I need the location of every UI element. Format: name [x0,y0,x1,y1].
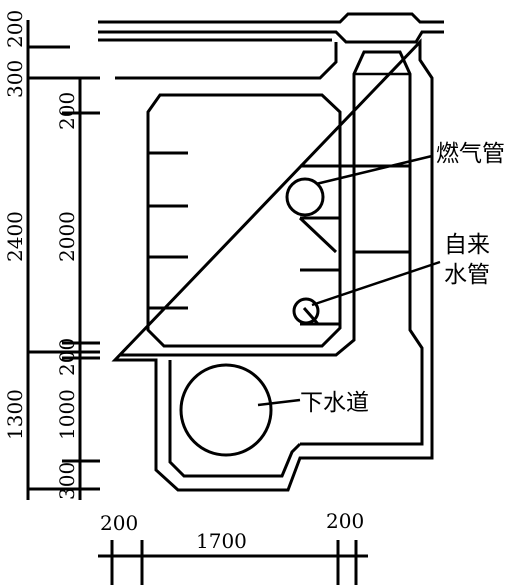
sewer-pipe-circle [179,363,273,457]
bottom-dimensions: 200 1700 200 [100,509,364,553]
sewer-pipe-leader [257,398,301,407]
right-shaft [300,50,424,446]
dim-left-outer-0: 200 [3,10,27,48]
left-dimension-lines [26,20,100,500]
sewer-label: 下水道 [300,390,369,416]
water-pipe-label-line2: 水管 [444,262,490,288]
dim-left-outer-1: 300 [3,60,27,98]
dim-left-inner-1: 2000 [55,211,79,262]
gas-pipe-label: 燃气管 [436,141,505,167]
dim-bottom-2: 200 [326,509,364,533]
dim-left-inner-2: 200 [55,338,79,376]
water-pipe-label-line1: 自来 [444,232,490,258]
road-surface-lines [98,12,444,44]
dim-left-inner-4: 300 [55,462,79,500]
chamber-lower-wall [120,120,356,357]
gas-pipe-circle [285,177,325,217]
left-outer-dimensions: 200 300 2400 1300 [3,10,27,440]
sewer-chamber-wall [168,360,302,478]
dim-left-inner-3: 1000 [55,389,79,440]
dim-bottom-0: 200 [100,511,138,535]
dim-left-outer-3: 1300 [3,389,27,440]
dim-left-outer-2: 2400 [3,211,27,262]
bottom-dimension-lines [98,540,368,585]
water-pipe-leader [311,260,441,307]
dim-bottom-1: 1700 [196,529,247,553]
dim-left-inner-0: 200 [55,92,79,130]
outer-structure-outline [111,38,434,492]
cable-brackets [148,151,188,310]
left-inner-dimensions: 200 2000 200 1000 300 [55,92,79,500]
gas-pipe-leader [315,154,433,186]
main-chamber-wall [146,93,342,348]
water-pipe-circle [292,297,320,325]
